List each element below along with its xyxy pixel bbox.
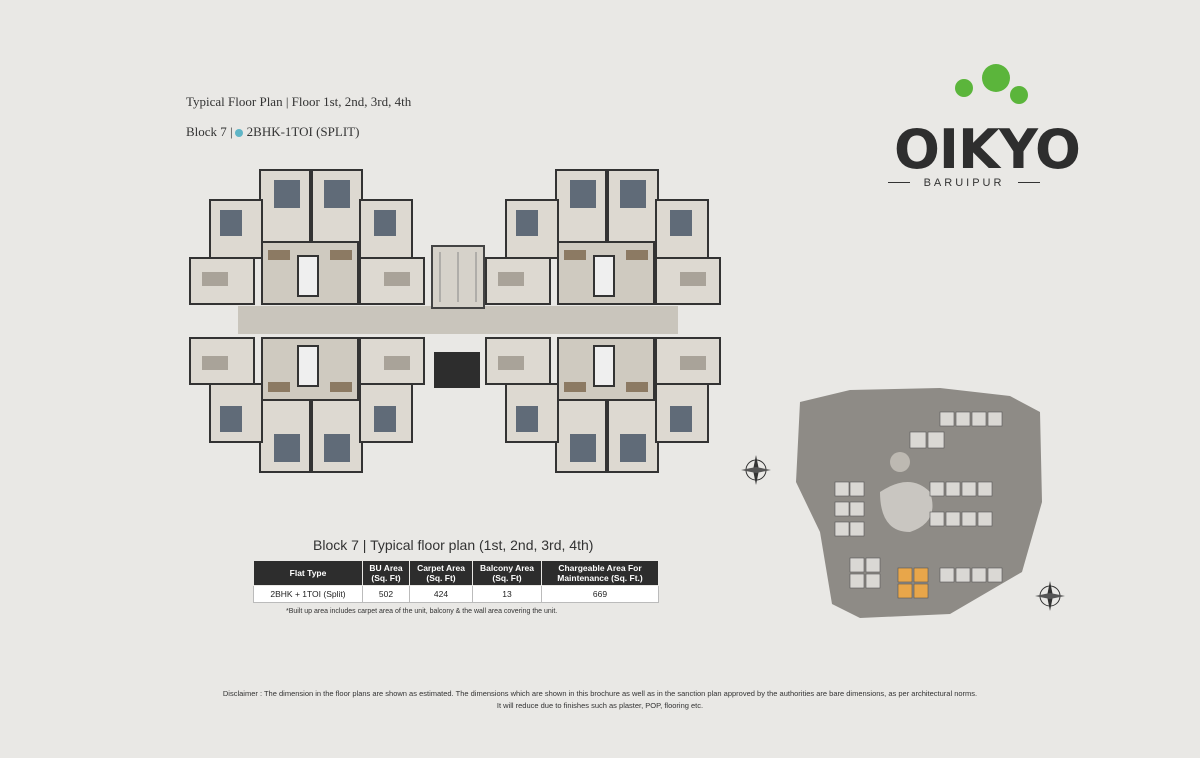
cell-flat-type: 2BHK + 1TOI (Split): [253, 585, 363, 603]
cell-balcony-area: 13: [472, 585, 542, 603]
logo-line-right: [1018, 182, 1040, 183]
table-title: Block 7 | Typical floor plan (1st, 2nd, …: [313, 537, 594, 553]
plan-heading: Typical Floor Plan | Floor 1st, 2nd, 3rd…: [186, 94, 412, 109]
oikyo-logo: OIKYO BARUIPUR: [888, 58, 1081, 198]
cell-chargeable-area: 669: [541, 585, 659, 603]
header-bu-area: BU Area (Sq. Ft): [362, 560, 410, 586]
disclaimer-line-2: It will reduce due to finishes such as p…: [496, 701, 704, 710]
logo-word: OIKYO: [894, 118, 1081, 181]
highlighted-block-7: [897, 567, 929, 599]
header-carpet-area: Carpet Area (Sq. Ft): [409, 560, 473, 586]
disclaimer-line-1: Disclaimer : The dimension in the floor …: [222, 689, 978, 698]
table-note: *Built up area includes carpet area of t…: [286, 608, 558, 615]
floor-plan-image: [189, 169, 721, 473]
compass-icon-site: [1035, 581, 1065, 611]
area-table: Flat Type BU Area (Sq. Ft) Carpet Area (…: [253, 560, 659, 603]
disclaimer: Disclaimer : The dimension in the floor …: [0, 688, 1200, 712]
block-label: Block 7 |: [186, 124, 233, 139]
cell-carpet-area: 424: [409, 585, 473, 603]
header-balcony-area: Balcony Area (Sq. Ft): [472, 560, 542, 586]
logo-subtitle: BARUIPUR: [923, 177, 1005, 189]
tree-icon: [955, 64, 1028, 104]
unit-dot-icon: [234, 129, 243, 138]
header-flat-type: Flat Type: [253, 560, 363, 586]
block-heading: Block 7 | 2BHK-1TOI (SPLIT): [186, 124, 359, 140]
table-header-row: Flat Type BU Area (Sq. Ft) Carpet Area (…: [253, 560, 659, 586]
stair-core: [431, 245, 485, 388]
unit-type: 2BHK-1TOI (SPLIT): [246, 124, 360, 139]
logo-line-left: [888, 182, 910, 183]
header-chargeable-area: Chargeable Area For Maintenance (Sq. Ft.…: [541, 560, 659, 586]
cell-bu-area: 502: [362, 585, 410, 603]
compass-icon: [741, 455, 771, 485]
floor-plan-wing: [189, 169, 425, 305]
corridor: [238, 306, 678, 334]
site-plan-image: [796, 388, 1042, 618]
table-row: 2BHK + 1TOI (Split) 502 424 13 669: [253, 585, 659, 603]
